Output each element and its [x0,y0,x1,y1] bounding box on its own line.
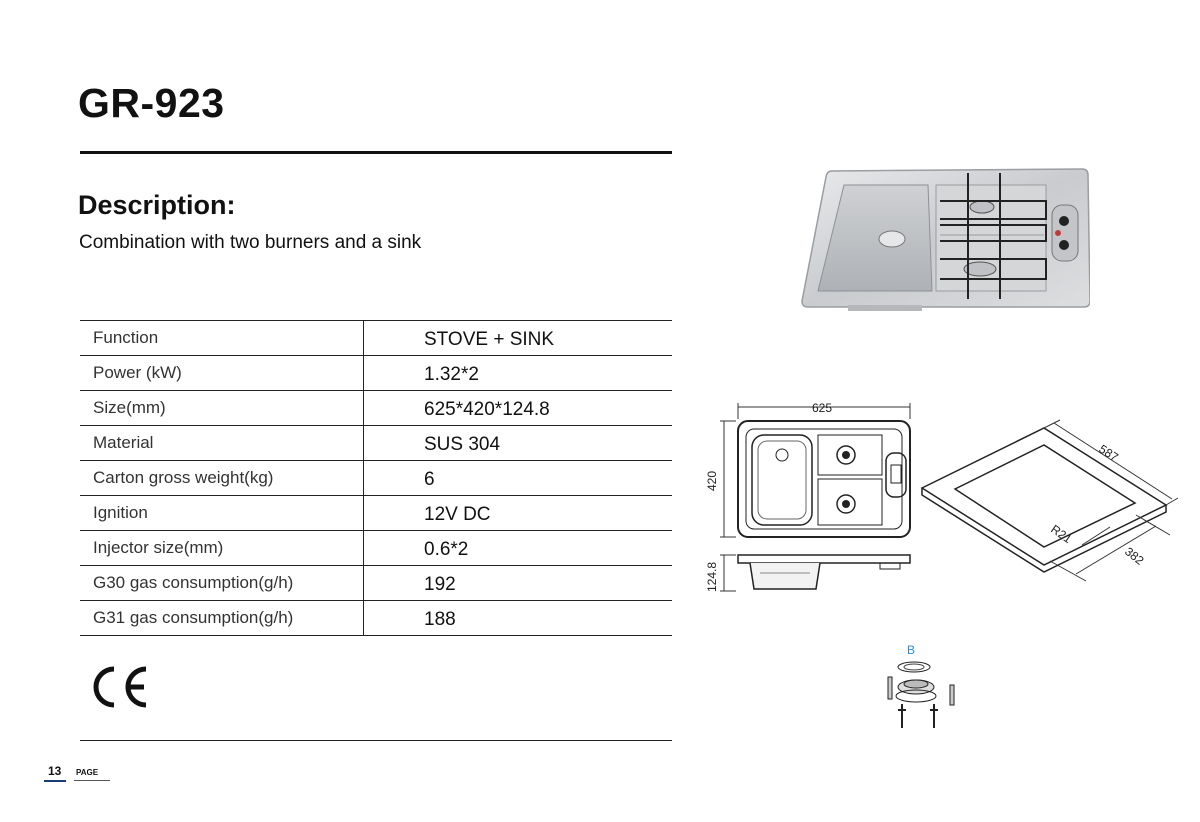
footer-divider [80,740,672,741]
spec-value: 188 [363,600,672,636]
spec-value: 6 [363,460,672,496]
spec-value: 0.6*2 [363,530,672,566]
description-text: Combination with two burners and a sink [79,232,422,253]
burner-detail-drawing: B [887,643,955,728]
table-row: Injector size(mm) 0.6*2 [80,530,672,566]
dimension-width: 625 [812,401,832,415]
spec-table: Function STOVE + SINK Power (kW) 1.32*2 … [80,320,672,636]
spec-label: Power (kW) [80,355,364,391]
spec-label: Function [80,320,364,356]
title-divider [80,151,672,154]
spec-label: Size(mm) [80,390,364,426]
spec-value: 12V DC [363,495,672,531]
technical-drawing: 625 420 124.8 587 382 R21 [705,401,1179,592]
page-number-underline [44,780,66,782]
spec-label: Material [80,425,364,461]
table-row: Size(mm) 625*420*124.8 [80,390,672,426]
spec-label: G30 gas consumption(g/h) [80,565,364,601]
dimension-cutout-depth: 382 [1122,544,1147,568]
table-row: Material SUS 304 [80,425,672,461]
spec-label: G31 gas consumption(g/h) [80,600,364,636]
dimension-depth: 420 [705,471,719,491]
table-row: Power (kW) 1.32*2 [80,355,672,391]
page-word: PAGE [76,768,99,777]
product-photo [801,168,1090,311]
table-row: Function STOVE + SINK [80,320,672,356]
table-row: Ignition 12V DC [80,495,672,531]
spec-value: SUS 304 [363,425,672,461]
table-row: Carton gross weight(kg) 6 [80,460,672,496]
detail-label-b: B [907,643,915,657]
spec-label: Ignition [80,495,364,531]
page-title: GR-923 [78,80,225,126]
spec-value: 1.32*2 [363,355,672,391]
spec-value: 192 [363,565,672,601]
table-row: G30 gas consumption(g/h) 192 [80,565,672,601]
description-heading: Description: [78,190,236,220]
page-word-underline [74,780,110,781]
dimension-height: 124.8 [705,562,719,592]
page-number: 13 [48,764,62,778]
dimension-cutout-width: 587 [1096,442,1121,465]
spec-value: 625*420*124.8 [363,390,672,426]
spec-label: Injector size(mm) [80,530,364,566]
table-row: G31 gas consumption(g/h) 188 [80,600,672,636]
spec-label: Carton gross weight(kg) [80,460,364,496]
ce-mark-logo [93,666,147,708]
spec-value: STOVE + SINK [363,320,672,356]
